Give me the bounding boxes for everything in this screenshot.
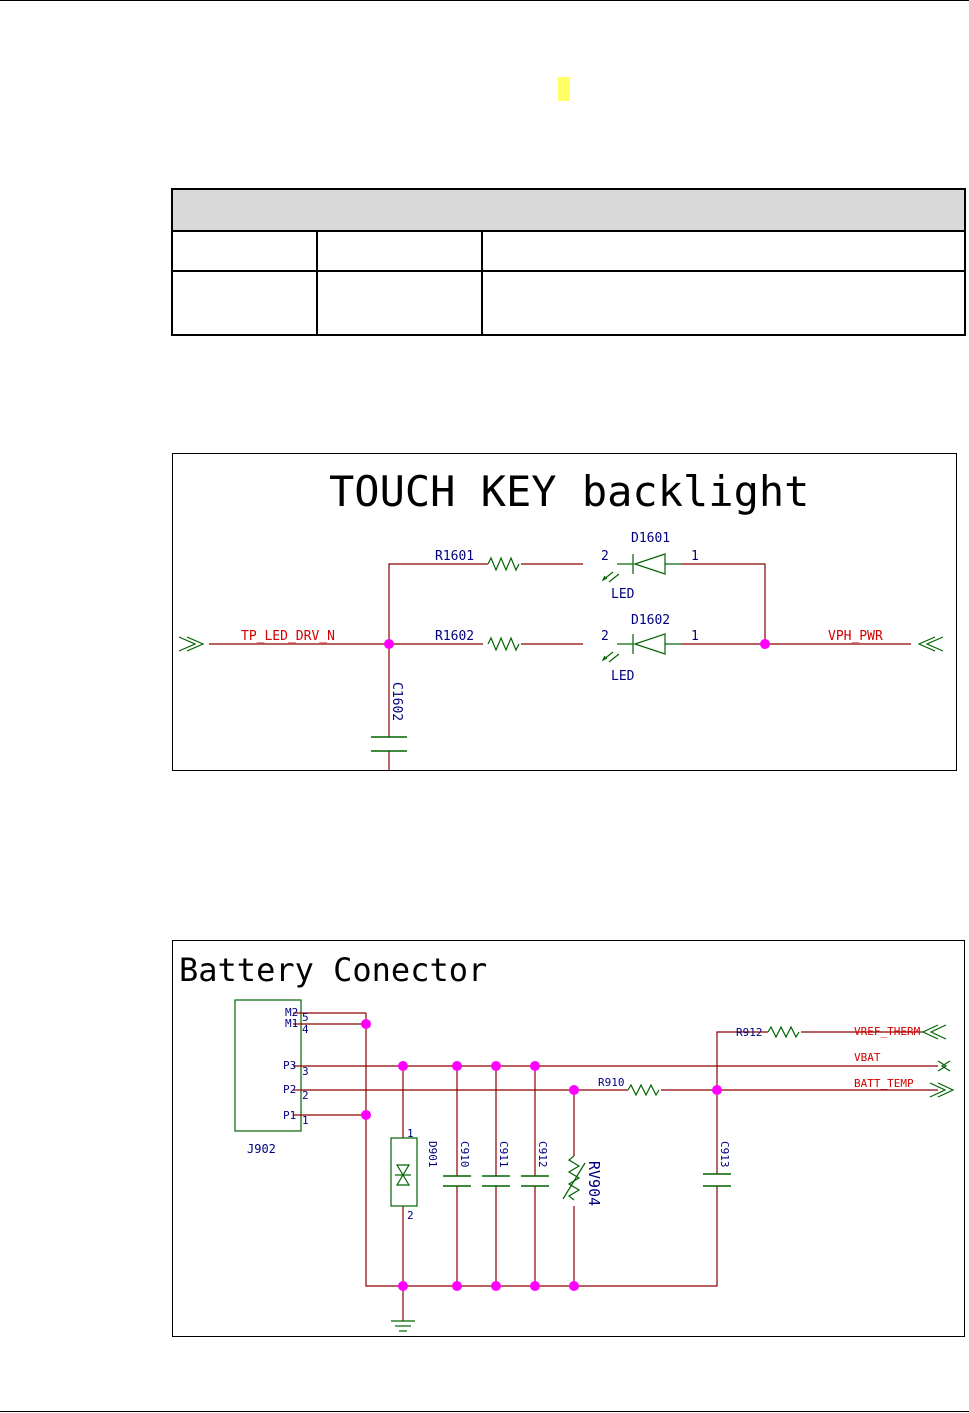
table-cell [481, 230, 966, 272]
junction-dot [491, 1061, 501, 1071]
touch-key-diagram: TOUCH KEY backlight [178, 467, 944, 770]
refdes-r912: R912 [736, 1026, 763, 1039]
table-cell [481, 270, 966, 336]
pin-number: 4 [302, 1023, 309, 1036]
net-label-vref-therm: VREF_THERM [854, 1025, 921, 1038]
pin-label: 1 [691, 629, 699, 644]
junction-dot [452, 1281, 462, 1291]
spec-table [171, 188, 966, 336]
table-cell [316, 270, 483, 336]
refdes-r1602: R1602 [435, 629, 474, 644]
battery-title: Battery Conector [179, 951, 487, 989]
pin-label: 1 [691, 549, 699, 564]
pin-number: 2 [302, 1089, 309, 1102]
junction-group [361, 1019, 722, 1291]
refdes-d901: D901 [426, 1141, 439, 1168]
battery-diagram: Battery Conector [179, 951, 955, 1332]
pin-label: 2 [601, 629, 609, 644]
pin-number: 3 [302, 1065, 309, 1078]
junction-dot [384, 639, 394, 649]
touch-key-title: TOUCH KEY backlight [329, 467, 809, 516]
header-rule [0, 0, 969, 1]
thermistor-rv904-icon [562, 1155, 586, 1201]
pin-name: M2 [285, 1006, 298, 1019]
net-label-vbat: VBAT [854, 1051, 881, 1064]
refdes-c912: C912 [536, 1141, 549, 1168]
junction-dot [712, 1085, 722, 1095]
net-label-vph-pwr: VPH_PWR [828, 629, 883, 644]
table-header-cell [171, 188, 966, 232]
pin-stub-icon [293, 1012, 301, 1116]
resistor-r910-icon [627, 1083, 660, 1097]
refdes-c913: C913 [718, 1141, 731, 1168]
led-label: LED [611, 669, 635, 684]
pin-number: 2 [407, 1209, 414, 1222]
junction-dot [530, 1061, 540, 1071]
led-d1602-icon [601, 633, 681, 663]
highlight-mark [558, 77, 570, 101]
led-label: LED [611, 587, 635, 602]
ground-icon [391, 1320, 415, 1332]
resistor-r912-icon [767, 1025, 800, 1039]
junction-dot [530, 1281, 540, 1291]
resistor-r1602-icon [487, 636, 520, 652]
refdes-c1602: C1602 [389, 682, 404, 721]
offpage-in-icon [178, 636, 205, 652]
net-label-batt-temp: BATT_TEMP [854, 1077, 914, 1090]
junction-dot [569, 1281, 579, 1291]
offpage-out-icon [917, 636, 944, 652]
tvs-diode-d901-icon [390, 1137, 418, 1207]
wire-net [301, 1012, 938, 1321]
footer-rule [0, 1411, 969, 1412]
refdes-c910: C910 [458, 1141, 471, 1168]
wire-net [209, 563, 911, 770]
pin-number: 1 [407, 1127, 414, 1140]
pin-name: M1 [285, 1017, 298, 1030]
table-cell [171, 230, 318, 272]
refdes-d1602: D1602 [631, 613, 670, 628]
junction-dot [361, 1019, 371, 1029]
junction-dot [569, 1085, 579, 1095]
refdes-d1601: D1601 [631, 531, 670, 546]
led-d1601-icon [601, 553, 681, 583]
junction-dot [760, 639, 770, 649]
junction-dot [361, 1110, 371, 1120]
junction-dot [452, 1061, 462, 1071]
offpage-icon [921, 1024, 955, 1098]
pin-name: P1 [283, 1109, 296, 1122]
pin-name: P2 [283, 1083, 296, 1096]
touch-key-schematic: TOUCH KEY backlight [172, 453, 957, 771]
pin-number: 5 [302, 1011, 309, 1024]
junction-dot [491, 1281, 501, 1291]
junction-dot [398, 1281, 408, 1291]
table-cell [171, 270, 318, 336]
refdes-j902: J902 [247, 1142, 276, 1156]
battery-connector-schematic: Battery Conector [172, 940, 965, 1337]
capacitor-bank-icon [443, 1173, 731, 1187]
refdes-r1601: R1601 [435, 549, 474, 564]
pin-number: 1 [302, 1114, 309, 1127]
resistor-r1601-icon [487, 556, 520, 572]
table-cell [316, 230, 483, 272]
junction-dot [398, 1061, 408, 1071]
pin-name: P3 [283, 1059, 296, 1072]
pin-label: 2 [601, 549, 609, 564]
capacitor-c1602-icon [371, 736, 407, 752]
net-label-tp-led-drv-n: TP_LED_DRV_N [241, 629, 335, 644]
refdes-c911: C911 [497, 1141, 510, 1168]
refdes-r910: R910 [598, 1076, 625, 1089]
refdes-rv904: RV904 [585, 1161, 603, 1206]
